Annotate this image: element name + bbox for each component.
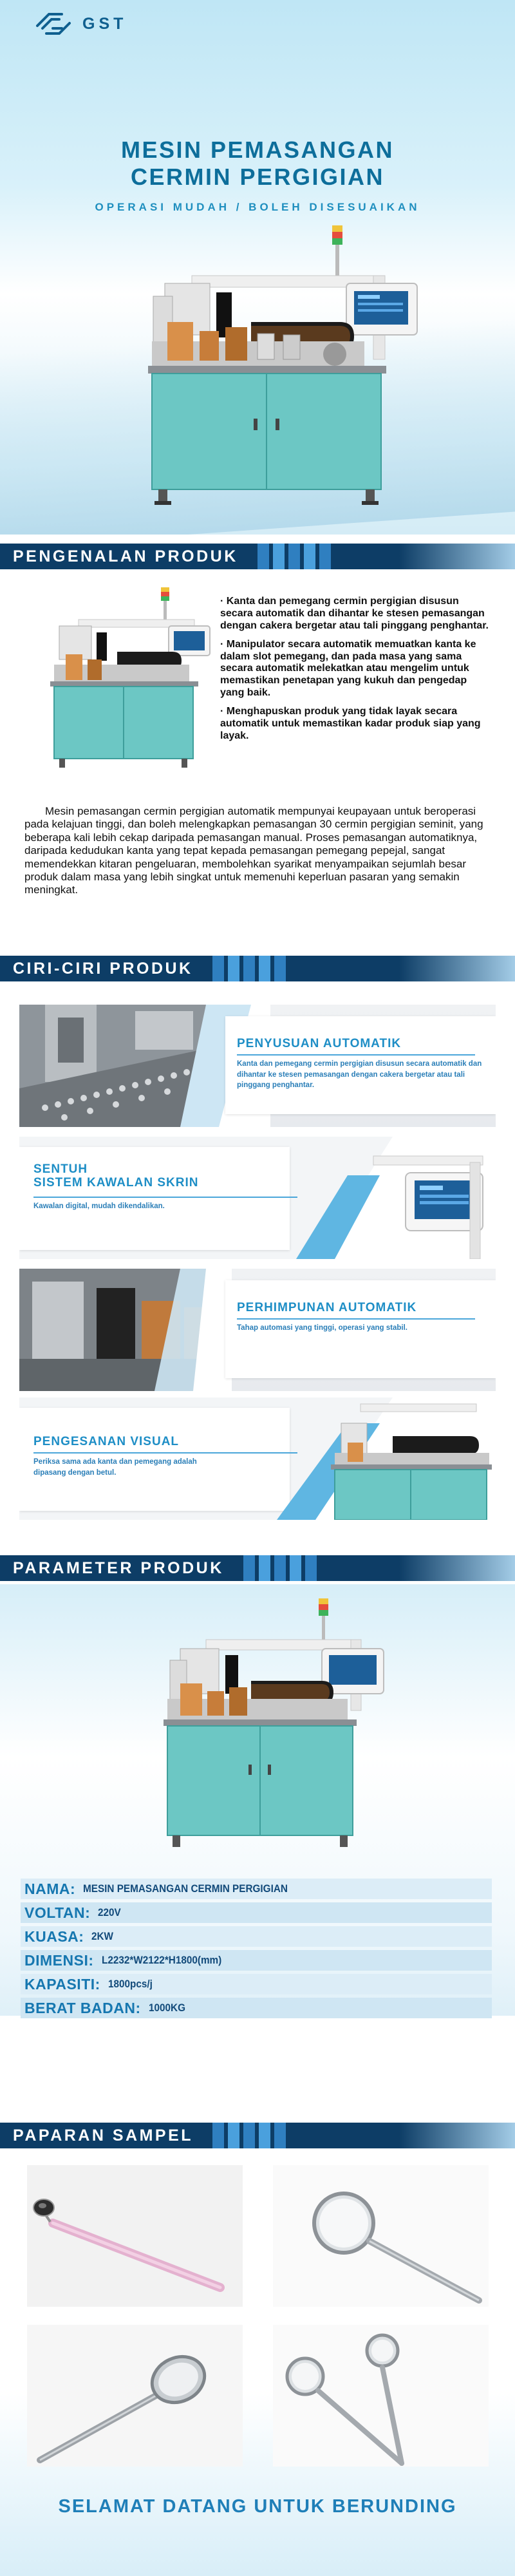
param-key: VOLTAN:: [24, 1904, 91, 1921]
feature-desc-line2: dipasang dengan betul.: [33, 1468, 117, 1477]
hero-subtitle: OPERASI MUDAH / BOLEH DISESUAIKAN: [95, 201, 420, 213]
intro-bullets: · Kanta dan pemegang cermin pergigian di…: [220, 596, 491, 749]
brand-name: GST: [82, 14, 127, 33]
hero-title: MESIN PEMASANGAN CERMIN PERGIGIAN: [0, 137, 515, 191]
intro-paragraph: Mesin pemasangan cermin pergigian automa…: [24, 805, 483, 896]
feature-title: PENYUSUAN AUTOMATIK: [237, 1037, 402, 1050]
feature-title: PERHIMPUNAN AUTOMATIK: [237, 1301, 417, 1314]
hero-banner: GST MESIN PEMASANGAN CERMIN PERGIGIAN OP…: [0, 0, 515, 535]
closing-cta: SELAMAT DATANG UNTUK BERUNDING: [58, 2496, 457, 2517]
dental-mirror-angled-icon: [27, 2325, 243, 2467]
dental-mirror-pink-icon: [27, 2165, 243, 2307]
machine-illustration: [148, 225, 418, 505]
brand-logo[interactable]: GST: [33, 9, 127, 39]
sample-image-1: [27, 2165, 243, 2307]
hero-title-line2: CERMIN PERGIGIAN: [130, 164, 385, 191]
section-title-intro: PENGENALAN PRODUK: [13, 547, 238, 565]
sample-image-3: [27, 2325, 243, 2467]
dental-mirror-pair-icon: [273, 2325, 489, 2467]
feature-card-assembly: PERHIMPUNAN AUTOMATIK Tahap automasi yan…: [19, 1269, 496, 1391]
param-value: MESIN PEMASANGAN CERMIN PERGIGIAN: [83, 1882, 288, 1895]
param-value: 2KW: [91, 1930, 114, 1942]
intro-bullet: · Kanta dan pemegang cermin pergigian di…: [220, 596, 489, 631]
section-title-samples: PAPARAN SAMPEL: [13, 2126, 194, 2145]
feature-title: PENGESANAN VISUAL: [33, 1435, 180, 1448]
feature-title: SENTUH SISTEM KAWALAN SKRIN: [33, 1162, 198, 1190]
intro-bullet: · Manipulator secara automatik memuatkan…: [220, 638, 476, 699]
section-header-params: PARAMETER PRODUK: [0, 1555, 515, 1581]
param-row-name: NAMA: MESIN PEMASANGAN CERMIN PERGIGIAN: [21, 1879, 492, 1899]
feature-card-sorting: PENYUSUAN AUTOMATIK Kanta dan pemegang c…: [19, 1005, 496, 1127]
feature-title-line2: SISTEM KAWALAN SKRIN: [33, 1176, 199, 1190]
sample-image-2: [273, 2165, 489, 2307]
feature-card-touchscreen: SENTUH SISTEM KAWALAN SKRIN Kawalan digi…: [19, 1137, 496, 1259]
section-header-features: CIRI-CIRI PRODUK: [0, 956, 515, 981]
section-title-params: PARAMETER PRODUK: [13, 1558, 224, 1577]
feature-desc: Kanta dan pemegang cermin pergigian disu…: [237, 1060, 482, 1090]
feature-photo-visual-detection: [277, 1397, 496, 1520]
intro-bullet: · Menghapuskan produk yang tidak layak s…: [220, 706, 481, 741]
sample-image-4: [273, 2325, 489, 2467]
param-row-dimension: DIMENSI: L2232*W2122*H1800(mm): [21, 1950, 492, 1971]
param-row-capacity: KAPASITI: 1800pcs/j: [21, 1974, 492, 1994]
section-title-features: CIRI-CIRI PRODUK: [13, 959, 193, 978]
feature-desc: Kawalan digital, mudah dikendalikan.: [33, 1202, 165, 1210]
param-row-power: KUASA: 2KW: [21, 1926, 492, 1947]
param-value: 1800pcs/j: [108, 1978, 153, 1990]
param-value: L2232*W2122*H1800(mm): [101, 1954, 221, 1966]
section-header-samples: PAPARAN SAMPEL: [0, 2123, 515, 2148]
parameter-table: NAMA: MESIN PEMASANGAN CERMIN PERGIGIAN …: [21, 1879, 492, 2022]
gst-logo-icon: [36, 13, 71, 35]
feature-desc-line1: Periksa sama ada kanta dan pemegang adal…: [33, 1458, 197, 1466]
feature-card-visual-detection: PENGESANAN VISUAL Periksa sama ada kanta…: [19, 1397, 496, 1520]
param-key: BERAT BADAN:: [24, 1999, 141, 2016]
hero-title-line1: MESIN PEMASANGAN: [120, 137, 395, 163]
param-machine-illustration: [164, 1598, 384, 1847]
param-row-voltage: VOLTAN: 220V: [21, 1902, 492, 1923]
dental-mirror-steel-icon: [273, 2165, 489, 2307]
param-key: KAPASITI:: [24, 1975, 100, 1993]
feature-photo-touchscreen: [296, 1137, 496, 1259]
param-row-weight: BERAT BADAN: 1000KG: [21, 1998, 492, 2018]
param-value: 220V: [98, 1906, 122, 1918]
param-key: KUASA:: [24, 1927, 84, 1945]
param-key: NAMA:: [24, 1880, 76, 1897]
param-key: DIMENSI:: [24, 1951, 94, 1969]
intro-machine-illustration: [50, 587, 211, 768]
section-header-intro: PENGENALAN PRODUK: [0, 544, 515, 569]
feature-photo-assembly: [19, 1269, 232, 1391]
param-value: 1000KG: [148, 2002, 185, 2014]
feature-title-line1: SENTUH: [33, 1162, 88, 1176]
feature-desc: Tahap automasi yang tinggi, operasi yang…: [237, 1324, 407, 1332]
